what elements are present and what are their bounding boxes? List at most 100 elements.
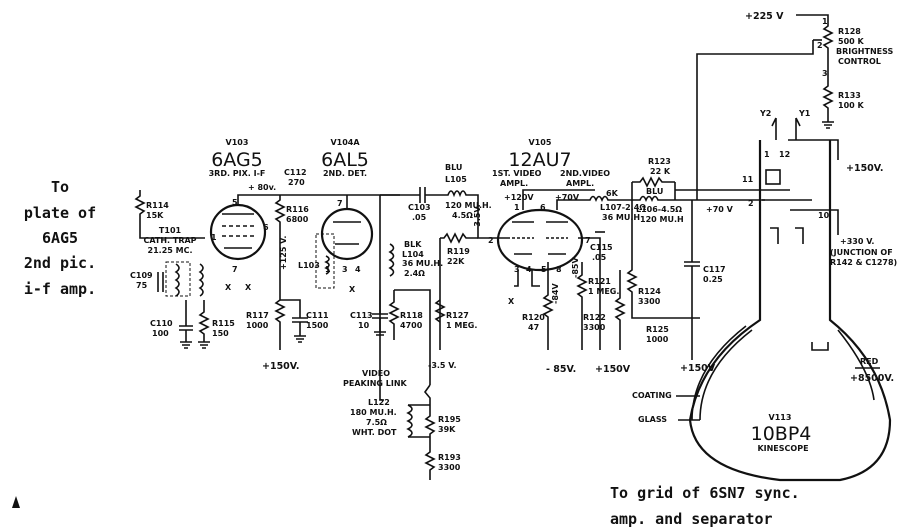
v113-heater xyxy=(765,169,781,185)
c103-ref: C103 xyxy=(408,203,431,212)
r118-ref: R118 xyxy=(400,311,423,320)
r116-ref: R116 xyxy=(286,205,309,214)
v105-plus150: +150V xyxy=(595,364,631,375)
l107-coil xyxy=(556,195,618,210)
c117-value: 0.25 xyxy=(703,275,723,284)
r128-symbol xyxy=(822,20,834,66)
c113-ref: C113 xyxy=(350,311,373,320)
v103-type: 6AG5 xyxy=(211,149,263,171)
l122-ind: 180 MU.H. xyxy=(350,408,397,417)
v105-pin-1: 1 xyxy=(514,203,520,212)
v113-electrodes xyxy=(762,199,812,244)
l122-coil xyxy=(406,404,413,438)
left-note-line-5: i-f amp. xyxy=(24,280,96,298)
r133-symbol xyxy=(822,66,834,129)
l107: L107-2.4Ω 36 MU.H 6K xyxy=(556,189,646,222)
v105-func1b: AMPL. xyxy=(500,179,528,188)
c110-symbol xyxy=(179,300,193,349)
c115: C115 .05 xyxy=(590,231,613,262)
v105-func2b: AMPL. xyxy=(566,179,594,188)
r115-value: 150 xyxy=(212,329,229,338)
v103-pin-1: 1 xyxy=(211,233,217,242)
c111: C111 1500 xyxy=(280,299,329,343)
r117-ref: R117 xyxy=(246,311,269,320)
r118-symbol xyxy=(388,290,400,340)
c115-ref: C115 xyxy=(590,243,613,252)
tube-v113: Y2 Y1 1 12 11 2 10 V113 10BP4 KINESCOPE xyxy=(688,109,892,482)
r193: R193 3300 xyxy=(424,448,461,480)
plus225: +225 V xyxy=(745,11,784,22)
v113-pin-11: 11 xyxy=(742,175,754,184)
c111-symbol xyxy=(280,299,308,343)
l106-wires xyxy=(618,182,790,201)
c113-value: 10 xyxy=(358,321,370,330)
v105-func1: 1ST. VIDEO xyxy=(492,169,542,178)
c110: C110 100 xyxy=(150,300,193,349)
l106-color: BLU xyxy=(646,187,663,196)
r193-value: 3300 xyxy=(438,463,461,472)
r122-ref: R122 xyxy=(583,313,606,322)
r122-symbol xyxy=(614,270,626,350)
v105-pin-3: 3 xyxy=(514,265,520,274)
c117-ref: C117 xyxy=(703,265,726,274)
l104-ind: 36 MU.H. xyxy=(402,259,443,268)
r114-ref: R114 xyxy=(146,201,169,210)
r115-ref: R115 xyxy=(212,319,235,328)
l122-dot: WHT. DOT xyxy=(352,428,397,437)
det-output-wire xyxy=(379,195,384,401)
r121-value: 1 MEG. xyxy=(588,287,619,296)
c112-ref: C112 xyxy=(284,168,307,177)
v103-ref: V103 xyxy=(226,138,249,147)
r193-ref: R193 xyxy=(438,453,461,462)
tube-v105: V105 12AU7 1ST. VIDEO AMPL. 2ND.VIDEO AM… xyxy=(488,138,610,306)
r116-value: 6800 xyxy=(286,215,309,224)
v105-grid-wire xyxy=(470,194,510,239)
r120-minus84: -84V xyxy=(551,283,560,304)
v113-y1: Y1 xyxy=(798,109,811,118)
c111-value: 1500 xyxy=(306,321,329,330)
v103-pin-x: X xyxy=(225,283,232,292)
t101-name: CATH. TRAP xyxy=(143,236,196,245)
junction-2: R142 & C1278) xyxy=(830,258,897,267)
v103-function: 3RD. PIX. I-F xyxy=(209,169,266,178)
left-note: To plate of 6AG5 2nd pic. i-f amp. xyxy=(24,178,96,298)
c103: C103 .05 xyxy=(380,187,445,222)
c112-value: 270 xyxy=(288,178,305,187)
l107-ind: 36 MU.H xyxy=(602,213,640,222)
r124-value: 3300 xyxy=(638,297,661,306)
bottom-note-line-2: amp. and separator xyxy=(610,510,773,528)
v105-pin-5: 5 xyxy=(541,265,547,274)
r124-ref: R124 xyxy=(638,287,661,296)
v113-type: 10BP4 xyxy=(751,423,812,445)
c113: C113 10 xyxy=(350,290,388,336)
v105-pin-2: 2 xyxy=(488,236,494,245)
v105-pin-x: X xyxy=(508,297,515,306)
v105-pin-7: 7 xyxy=(585,236,591,245)
c110-value: 100 xyxy=(152,329,169,338)
l106-ind: 120 MU.H xyxy=(640,215,684,224)
l103-ref: L103 xyxy=(298,261,320,270)
v103-plus125: +125 V. xyxy=(279,236,288,270)
t101-coil-1 xyxy=(174,263,180,297)
v105-envelope xyxy=(496,208,584,272)
glass-label: GLASS xyxy=(638,415,667,424)
r128-pin-2: 2 xyxy=(817,41,823,50)
t101-ref: T101 xyxy=(159,226,182,235)
r121-minus85: -85V xyxy=(571,257,580,278)
v113-envelope xyxy=(688,140,892,482)
r118-value: 4700 xyxy=(400,321,423,330)
coating-label: COATING xyxy=(632,391,672,400)
v105-pin-6: 6 xyxy=(540,203,546,212)
r122-value: 3300 xyxy=(583,323,606,332)
r128-pin-1: 1 xyxy=(822,17,828,26)
r114-symbol xyxy=(134,190,205,239)
t101-freq: 21.25 MC. xyxy=(148,246,193,255)
plus330: +330 V. xyxy=(840,237,874,246)
plus8500: +8500V. xyxy=(850,373,894,384)
t101-core xyxy=(165,261,191,297)
corner-mark-icon xyxy=(12,496,20,508)
l122-ref: L122 xyxy=(368,398,390,407)
l104-coil xyxy=(388,243,395,277)
anode-cap xyxy=(811,342,829,351)
